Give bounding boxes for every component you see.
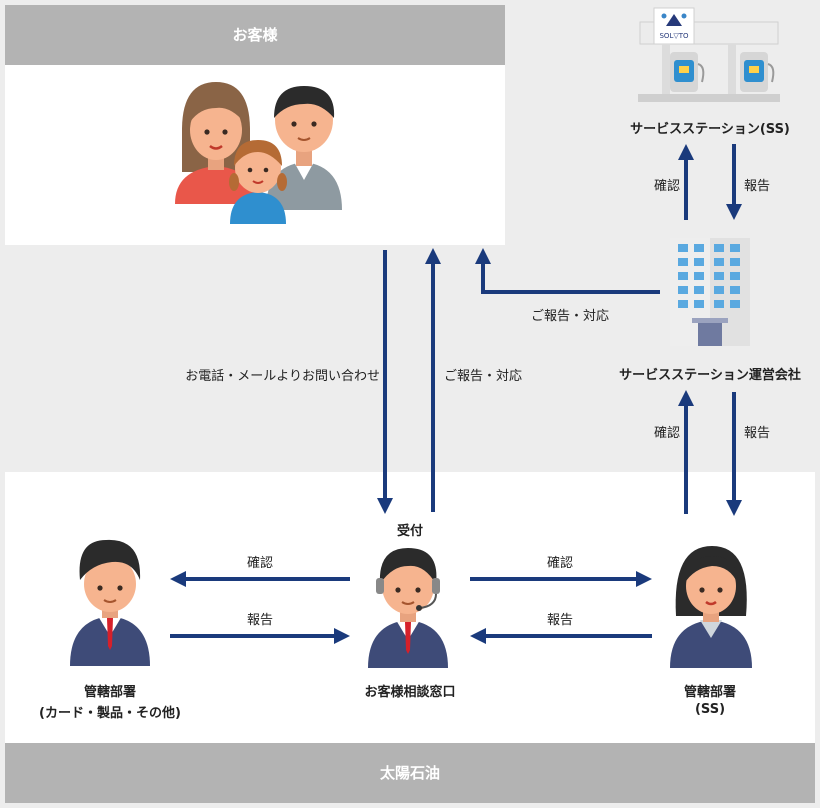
customer-header: お客様 <box>5 5 505 65</box>
label-report-operator: 報告 <box>744 426 771 441</box>
label-reply-desk: ご報告・対応 <box>444 369 523 384</box>
desk-receive-label: 受付 <box>396 524 423 539</box>
label-reply-operator: ご報告・対応 <box>530 309 609 324</box>
label-report-station: 報告 <box>744 179 771 194</box>
dept-ss-label-line1: 管轄部署 <box>683 685 736 700</box>
gas-station-icon: SOL▽TO <box>638 7 780 102</box>
label-report-ss: 報告 <box>546 613 573 628</box>
dept-card-label-line2: (カード・製品・その他) <box>39 706 181 721</box>
operator-label: サービスステーション運営会社 <box>619 368 801 383</box>
operator-headset-icon <box>368 548 448 668</box>
arrow-reply-operator <box>475 248 660 294</box>
station-sign: SOL▽TO <box>659 32 689 40</box>
desk-label: お客様相談窓口 <box>364 685 456 700</box>
family-icon <box>175 82 342 224</box>
company-footer: 太陽石油 <box>5 743 815 803</box>
office-building-icon <box>670 238 750 346</box>
label-confirm-ss: 確認 <box>546 556 573 571</box>
label-confirm-card: 確認 <box>246 556 273 571</box>
label-inquiry: お電話・メールよりお問い合わせ <box>185 369 380 384</box>
label-confirm-station: 確認 <box>653 179 680 194</box>
dept-ss-label-line2: (SS) <box>694 702 726 717</box>
label-confirm-operator: 確認 <box>653 426 680 441</box>
station-label: サービスステーション(SS) <box>630 122 790 137</box>
dept-card-label-line1: 管轄部署 <box>83 685 136 700</box>
staff-card-dept-icon <box>70 539 150 666</box>
staff-ss-dept-icon <box>670 546 752 668</box>
label-report-card: 報告 <box>246 613 273 628</box>
